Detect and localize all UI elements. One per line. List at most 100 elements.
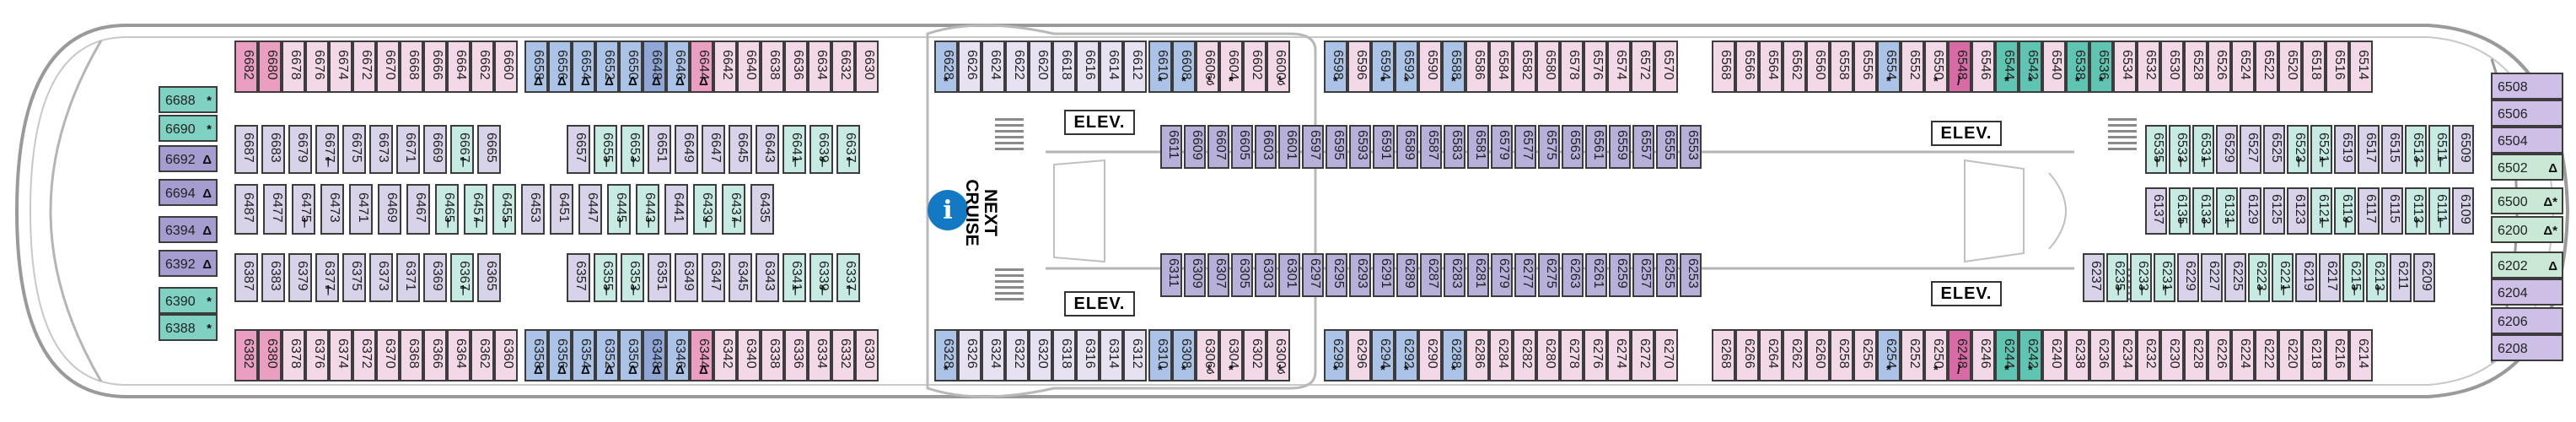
cabin-6552[interactable]: 6552: [1901, 41, 1924, 93]
cabin-6628[interactable]: 6628*: [934, 41, 958, 93]
cabin-6308[interactable]: 6308*: [1172, 329, 1196, 381]
cabin-6669[interactable]: 6669: [423, 125, 447, 174]
cabin-6645[interactable]: 6645: [729, 125, 752, 174]
cabin-6439[interactable]: 6439†: [693, 184, 717, 235]
cabin-6555[interactable]: 6555: [1656, 125, 1678, 169]
cabin-6588[interactable]: 6588*: [1442, 41, 1465, 93]
cabin-6355[interactable]: 6355†: [594, 253, 617, 302]
cabin-6473[interactable]: 6473: [320, 184, 344, 235]
cabin-6235[interactable]: 6235†: [2106, 253, 2128, 302]
cabin-6477[interactable]: 6477: [263, 184, 287, 235]
cabin-6368[interactable]: 6368: [400, 329, 423, 381]
cabin-6556[interactable]: 6556: [1853, 41, 1877, 93]
cabin-6667[interactable]: 6667†: [450, 125, 474, 174]
cabin-6223[interactable]: 6223†: [2248, 253, 2270, 302]
cabin-6465[interactable]: 6465†: [435, 184, 459, 235]
cabin-6264[interactable]: 6264: [1759, 329, 1783, 381]
cabin-6655[interactable]: 6655†: [594, 125, 617, 174]
cabin-6608[interactable]: 6608*: [1172, 41, 1196, 93]
cabin-6614[interactable]: 6614: [1100, 41, 1123, 93]
cabin-6276[interactable]: 6276: [1584, 329, 1607, 381]
cabin-6214[interactable]: 6214: [2349, 329, 2373, 381]
cabin-6378[interactable]: 6378: [282, 329, 305, 381]
cabin-6649[interactable]: 6649: [675, 125, 698, 174]
cabin-6605[interactable]: 6605: [1231, 125, 1253, 169]
cabin-6275[interactable]: 6275: [1538, 253, 1560, 297]
cabin-6443[interactable]: 6443†: [636, 184, 659, 235]
cabin-6517[interactable]: 6517: [2358, 125, 2380, 174]
cabin-6660[interactable]: 6660: [494, 41, 518, 93]
cabin-6664[interactable]: 6664: [447, 41, 471, 93]
cabin-6583[interactable]: 6583: [1444, 125, 1465, 169]
cabin-6238[interactable]: 6238: [2066, 329, 2089, 381]
cabin-6248[interactable]: 6248/: [1948, 329, 1971, 381]
cabin-6595[interactable]: 6595: [1326, 125, 1347, 169]
cabin-6133[interactable]: 6133†: [2192, 187, 2214, 235]
cabin-6345[interactable]: 6345: [729, 253, 752, 302]
cabin-6657[interactable]: 6657: [567, 125, 590, 174]
cabin-6581[interactable]: 6581: [1467, 125, 1489, 169]
cabin-6624[interactable]: 6624: [981, 41, 1005, 93]
cabin-6209[interactable]: 6209: [2413, 253, 2435, 302]
cabin-6295[interactable]: 6295: [1326, 253, 1347, 297]
cabin-6598[interactable]: 6598*: [1324, 41, 1347, 93]
cabin-6338[interactable]: 6338: [761, 329, 784, 381]
cabin-6339[interactable]: 6339†: [809, 253, 833, 302]
cabin-6206[interactable]: 6206: [2491, 307, 2563, 334]
cabin-6559[interactable]: 6559: [1609, 125, 1631, 169]
cabin-6242[interactable]: 6242*: [2019, 329, 2042, 381]
cabin-6562[interactable]: 6562: [1783, 41, 1806, 93]
cabin-6365[interactable]: 6365: [477, 253, 501, 302]
cabin-6123[interactable]: 6123: [2287, 187, 2309, 235]
cabin-6113[interactable]: 6113†: [2405, 187, 2427, 235]
cabin-6554[interactable]: 6554*: [1877, 41, 1901, 93]
cabin-6349[interactable]: 6349: [675, 253, 698, 302]
cabin-6294[interactable]: 6294*: [1371, 329, 1395, 381]
cabin-6666[interactable]: 6666: [423, 41, 447, 93]
cabin-6607[interactable]: 6607: [1207, 125, 1229, 169]
cabin-6375[interactable]: 6375: [342, 253, 366, 302]
cabin-6504[interactable]: 6504: [2491, 127, 2563, 154]
cabin-6255[interactable]: 6255: [1656, 253, 1678, 297]
cabin-6622[interactable]: 6622: [1005, 41, 1029, 93]
cabin-6263[interactable]: 6263: [1562, 253, 1584, 297]
cabin-6647[interactable]: 6647: [702, 125, 725, 174]
cabin-6135[interactable]: 6135†: [2169, 187, 2191, 235]
cabin-6638[interactable]: 6638: [761, 41, 784, 93]
cabin-6544[interactable]: 6544*: [1995, 41, 2019, 93]
cabin-6471[interactable]: 6471: [349, 184, 373, 235]
cabin-6316[interactable]: 6316: [1076, 329, 1100, 381]
cabin-6226[interactable]: 6226: [2208, 329, 2231, 381]
cabin-6576[interactable]: 6576: [1584, 41, 1607, 93]
cabin-6662[interactable]: 6662: [471, 41, 494, 93]
cabin-6229[interactable]: 6229: [2177, 253, 2199, 302]
cabin-6372[interactable]: 6372: [352, 329, 376, 381]
cabin-6640[interactable]: 6640: [737, 41, 761, 93]
cabin-6111[interactable]: 6111†: [2428, 187, 2450, 235]
cabin-6673[interactable]: 6673: [369, 125, 393, 174]
cabin-6626[interactable]: 6626: [958, 41, 981, 93]
cabin-6369[interactable]: 6369: [423, 253, 447, 302]
cabin-6257[interactable]: 6257: [1632, 253, 1654, 297]
cabin-6362[interactable]: 6362: [471, 329, 494, 381]
cabin-6298[interactable]: 6298*: [1324, 329, 1347, 381]
cabin-6371[interactable]: 6371: [396, 253, 420, 302]
cabin-6244[interactable]: 6244*: [1995, 329, 2019, 381]
cabin-6513[interactable]: 6513†: [2405, 125, 2427, 174]
cabin-6578[interactable]: 6578: [1560, 41, 1584, 93]
cabin-6516[interactable]: 6516: [2326, 41, 2349, 93]
cabin-6288[interactable]: 6288*: [1442, 329, 1465, 381]
cabin-6367[interactable]: 6367†: [450, 253, 474, 302]
cabin-6506[interactable]: 6506: [2491, 100, 2563, 127]
cabin-6292[interactable]: 6292*: [1395, 329, 1418, 381]
cabin-6637[interactable]: 6637†: [836, 125, 860, 174]
cabin-6221[interactable]: 6221†: [2272, 253, 2294, 302]
cabin-6351[interactable]: 6351: [648, 253, 671, 302]
cabin-6279[interactable]: 6279: [1491, 253, 1513, 297]
